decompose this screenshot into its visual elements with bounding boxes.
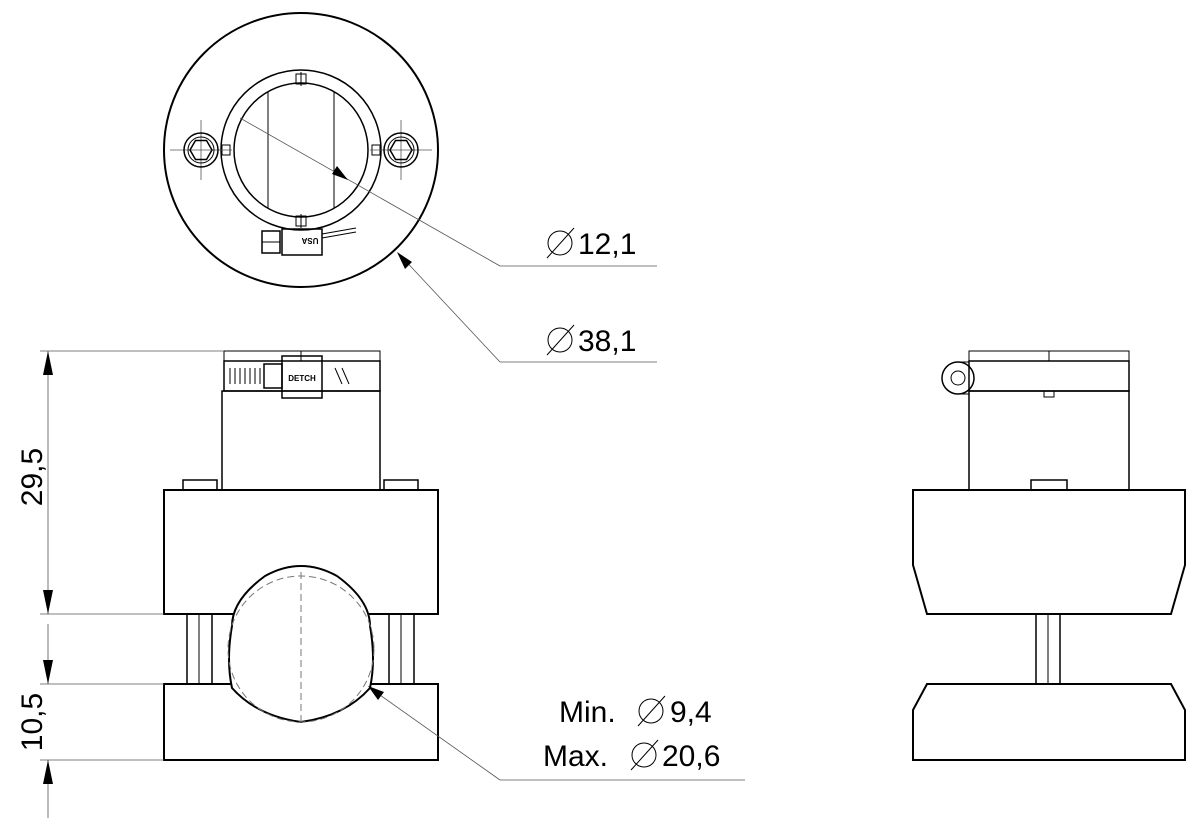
front-view: DETCH — [163, 350, 439, 761]
diameter-icon — [547, 327, 573, 353]
leader-clamp-range — [368, 686, 745, 781]
hex-socket-icon — [189, 139, 213, 161]
side-view-band-tab — [1043, 390, 1055, 398]
front-view-band-slots — [229, 367, 350, 385]
arrowhead-icon — [43, 760, 53, 784]
dim-inner-diameter-value: 12,1 — [578, 228, 636, 261]
top-view: USA — [163, 12, 439, 288]
dim-clamp-min: Min. 9,4 — [559, 695, 712, 729]
dim-clamp-max-value: 20,6 — [662, 740, 720, 773]
arrowhead-icon — [368, 686, 384, 700]
top-view-outer-flange — [163, 12, 439, 288]
dim-clamp-max-label: Max. — [543, 740, 608, 773]
side-view-bolt-head — [1030, 479, 1068, 491]
dim-clamp-min-label: Min. — [559, 696, 616, 729]
arrowhead-icon — [397, 252, 412, 269]
front-view-band-stamp: DETCH — [288, 374, 316, 383]
diameter-icon — [547, 230, 573, 256]
top-view-slot-bottom — [295, 215, 307, 227]
dim-outer-diameter-value: 38,1 — [578, 325, 636, 358]
diameter-icon — [631, 742, 657, 768]
dim-clamp-min-value: 9,4 — [670, 696, 712, 729]
arrowhead-icon — [43, 351, 53, 375]
top-view-tube-outer — [220, 69, 382, 231]
front-view-tube-body — [221, 390, 381, 491]
side-view-hose-band — [968, 360, 1130, 392]
side-view — [912, 350, 1186, 761]
front-view-bolt-head-right — [383, 479, 419, 491]
top-view-hose-clamp: USA — [261, 227, 357, 256]
dim-inner-diameter: 12,1 — [546, 227, 636, 261]
hex-socket-icon — [389, 139, 413, 161]
front-view-worm-housing — [281, 355, 323, 399]
top-view-bolt-right — [370, 120, 432, 180]
dim-clamp-max: Max. 20,6 — [543, 739, 720, 773]
front-view-bolt-head-left — [182, 479, 218, 491]
top-view-band-stamp: USA — [301, 236, 318, 245]
arrowhead-icon — [43, 590, 53, 614]
side-view-upper-block — [912, 489, 1186, 615]
arrowhead-icon — [332, 166, 348, 180]
leader-inner-diameter — [239, 117, 657, 267]
leader-outer-diameter — [397, 252, 657, 363]
side-view-tube-body — [968, 390, 1130, 491]
side-view-lower-block — [912, 683, 1186, 761]
dim-outer-diameter: 38,1 — [546, 324, 636, 358]
dim-height-lower-value: 10,5 — [16, 693, 49, 751]
front-view-worm-screw — [263, 363, 283, 389]
dim-height-lower: 10,5 — [16, 624, 164, 818]
dim-height-upper: 29,5 — [16, 350, 224, 615]
dim-height-upper-value: 29,5 — [16, 448, 49, 506]
diameter-icon — [638, 698, 664, 724]
top-view-slot-top — [295, 73, 307, 85]
top-view-bolt-left — [170, 120, 232, 180]
arrowhead-icon — [43, 660, 53, 684]
top-view-tube-inner — [233, 82, 369, 218]
